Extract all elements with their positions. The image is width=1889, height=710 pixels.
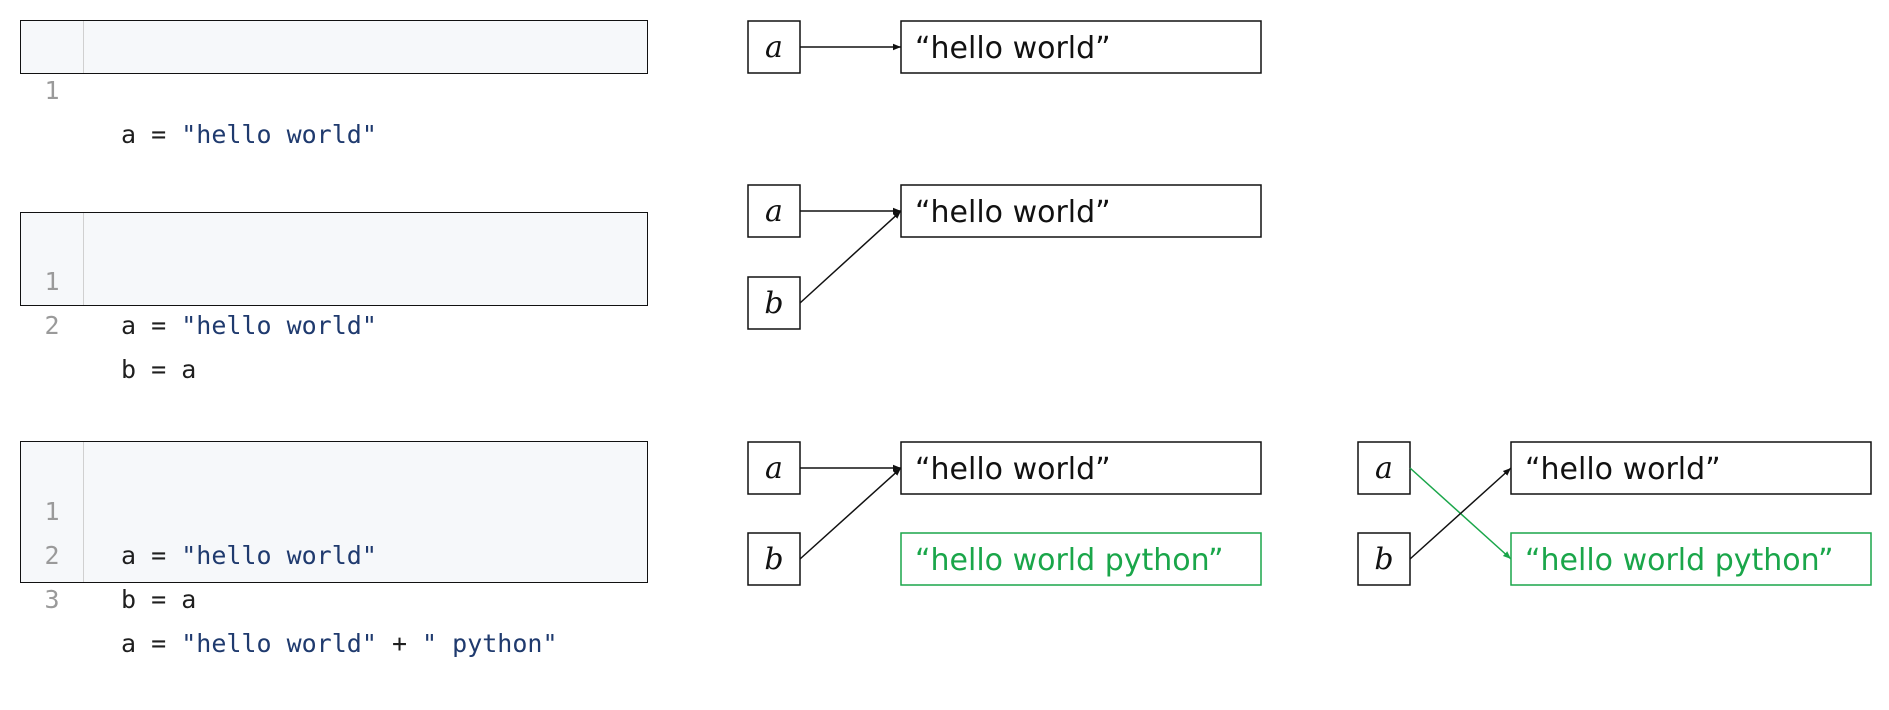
variable-box: [747, 20, 801, 74]
reference-arrow: [799, 210, 902, 304]
diagram-row-3-panel-2: a b “hello world” “hello world python”: [1357, 441, 1872, 586]
line-number-gutter: [21, 442, 84, 582]
code-text: a = "hello world" + " python": [121, 629, 558, 658]
code-text: a = "hello world": [121, 120, 377, 149]
variable-box: [747, 441, 801, 495]
line-number: 1: [44, 497, 60, 526]
value-label: “hello world”: [1525, 452, 1721, 487]
string-literal: " python": [422, 629, 558, 658]
code-text: b = a: [121, 355, 197, 384]
variable-label: b: [1374, 542, 1393, 577]
reference-arrow: [799, 467, 902, 560]
code-text: a = "hello world": [121, 311, 377, 340]
new-value-box: [900, 532, 1262, 586]
code-block-1: 1 a = "hello world": [20, 20, 648, 149]
code-line: 1 a = "hello world": [21, 216, 647, 340]
line-number-gutter: [21, 21, 84, 73]
variable-box: [747, 184, 801, 238]
diagram-row-1-panel-1: a “hello world”: [747, 20, 1262, 74]
variable-label: b: [764, 542, 783, 577]
value-label: “hello world”: [915, 31, 1111, 66]
value-label: “hello world python”: [1525, 543, 1834, 578]
diagram-row-2-panel-1: a b “hello world”: [747, 184, 1262, 330]
value-label: “hello world”: [915, 195, 1111, 230]
string-literal: "hello world": [181, 120, 377, 149]
line-number: 2: [44, 541, 60, 570]
variable-box: [1357, 532, 1411, 586]
variable-label: a: [1375, 451, 1393, 486]
variable-label: b: [764, 286, 783, 321]
code-line: 1 a = "hello world": [21, 25, 647, 149]
code-text: a = "hello world": [121, 541, 377, 570]
value-box: [900, 184, 1262, 238]
line-number: 1: [44, 76, 60, 105]
line-number: 2: [44, 311, 60, 340]
string-literal: "hello world": [181, 629, 377, 658]
variable-label: a: [765, 194, 783, 229]
line-number-gutter: [21, 213, 84, 305]
code-line: 1 a = "hello world": [21, 446, 647, 570]
diagram-layer: a “hello world” a b “hello world” a b “hello wo…: [747, 20, 1872, 586]
value-label: “hello world”: [915, 452, 1111, 487]
code-line: 2 b = a: [21, 260, 647, 384]
line-number: 1: [44, 267, 60, 296]
diagram-row-3-panel-1: a b “hello world” “hello world python”: [747, 441, 1262, 586]
variable-box: [747, 276, 801, 330]
variable-box: [747, 532, 801, 586]
variable-label: a: [765, 30, 783, 65]
string-literal: "hello world": [181, 541, 377, 570]
new-value-box: [1510, 532, 1872, 586]
reference-diagram: a “hello world” a b “hello world” a b “hello wo…: [747, 20, 1872, 586]
reference-arrow: [1409, 467, 1512, 560]
value-label: “hello world python”: [915, 543, 1224, 578]
string-literal: "hello world": [181, 311, 377, 340]
variable-label: a: [765, 451, 783, 486]
value-box: [900, 20, 1262, 74]
code-block-2: 1 a = "hello world" 2 b = a: [20, 212, 648, 384]
value-box: [900, 441, 1262, 495]
